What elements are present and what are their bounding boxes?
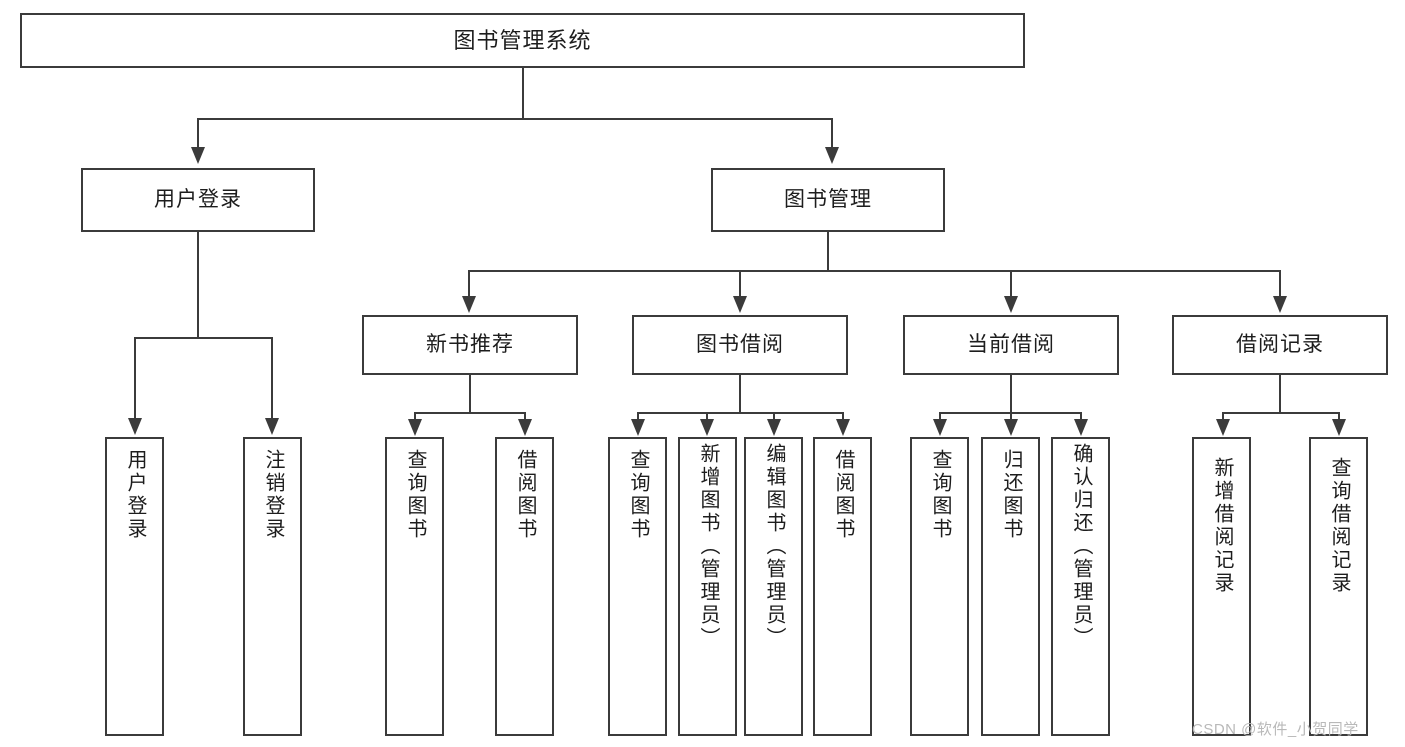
node-label: 新增借阅记录 bbox=[1211, 457, 1233, 595]
node-label: 编辑图书（管理员） bbox=[763, 443, 785, 650]
node-label: 借阅图书 bbox=[832, 449, 854, 541]
arrowhead-bb-2 bbox=[700, 419, 714, 436]
leaf-add-book[interactable]: 新增图书（管理员） bbox=[678, 437, 737, 736]
node-root-system[interactable]: 图书管理系统 bbox=[20, 13, 1025, 68]
connector-nbr-bus bbox=[414, 412, 526, 414]
connector-level3-drop-2 bbox=[739, 270, 741, 298]
connector-level3-drop-4 bbox=[1279, 270, 1281, 298]
node-book-borrow[interactable]: 图书借阅 bbox=[632, 315, 848, 375]
connector-root-stem bbox=[522, 68, 524, 118]
node-label: 查询借阅记录 bbox=[1328, 457, 1350, 595]
connector-user-login-stem bbox=[197, 232, 199, 337]
leaf-query-book-recommend[interactable]: 查询图书 bbox=[385, 437, 444, 736]
arrowhead-nbr-1 bbox=[408, 419, 422, 436]
arrowhead-nbr-2 bbox=[518, 419, 532, 436]
leaf-borrow-book-borrow[interactable]: 借阅图书 bbox=[813, 437, 872, 736]
connector-bb-drop-2 bbox=[706, 412, 708, 422]
arrowhead-level2-2 bbox=[825, 147, 839, 164]
node-label: 归还图书 bbox=[1000, 449, 1022, 541]
arrowhead-cb-2 bbox=[1004, 419, 1018, 436]
node-current-borrow[interactable]: 当前借阅 bbox=[903, 315, 1119, 375]
node-label: 查询图书 bbox=[404, 449, 426, 541]
arrowhead-cb-3 bbox=[1074, 419, 1088, 436]
arrowhead-level3-4 bbox=[1273, 296, 1287, 313]
node-label: 查询图书 bbox=[929, 449, 951, 541]
leaf-logout-login[interactable]: 注销登录 bbox=[243, 437, 302, 736]
connector-user-login-bus bbox=[134, 337, 272, 339]
arrowhead-br-1 bbox=[1216, 419, 1230, 436]
leaf-query-borrow-record[interactable]: 查询借阅记录 bbox=[1309, 437, 1368, 736]
leaf-confirm-return[interactable]: 确认归还（管理员） bbox=[1051, 437, 1110, 736]
connector-level2-drop-2 bbox=[831, 118, 833, 149]
node-label: 用户登录 bbox=[154, 187, 242, 211]
node-label: 图书管理 bbox=[784, 187, 872, 211]
node-label: 新增图书（管理员） bbox=[697, 443, 719, 650]
connector-bb-drop-1 bbox=[637, 412, 639, 422]
connector-nbr-drop-1 bbox=[414, 412, 416, 422]
node-label: 查询图书 bbox=[627, 449, 649, 541]
connector-level2-drop-1 bbox=[197, 118, 199, 149]
connector-br-drop-1 bbox=[1222, 412, 1224, 422]
arrowhead-level3-1 bbox=[462, 296, 476, 313]
connector-level3-drop-3 bbox=[1010, 270, 1012, 298]
node-new-book-recommend[interactable]: 新书推荐 bbox=[362, 315, 578, 375]
node-label: 用户登录 bbox=[124, 449, 146, 541]
arrowhead-cb-1 bbox=[933, 419, 947, 436]
connector-bb-drop-4 bbox=[842, 412, 844, 422]
connector-cb-drop-3 bbox=[1080, 412, 1082, 422]
connector-user-login-drop-2 bbox=[271, 337, 273, 420]
arrowhead-bb-3 bbox=[767, 419, 781, 436]
leaf-user-login[interactable]: 用户登录 bbox=[105, 437, 164, 736]
arrowhead-bb-4 bbox=[836, 419, 850, 436]
connector-cb-drop-1 bbox=[939, 412, 941, 422]
connector-user-login-drop-1 bbox=[134, 337, 136, 420]
leaf-borrow-book-recommend[interactable]: 借阅图书 bbox=[495, 437, 554, 736]
node-borrow-record[interactable]: 借阅记录 bbox=[1172, 315, 1388, 375]
connector-br-bus bbox=[1222, 412, 1339, 414]
leaf-add-borrow-record[interactable]: 新增借阅记录 bbox=[1192, 437, 1251, 736]
node-label: 借阅记录 bbox=[1236, 332, 1324, 356]
leaf-edit-book[interactable]: 编辑图书（管理员） bbox=[744, 437, 803, 736]
connector-bb-drop-3 bbox=[773, 412, 775, 422]
connector-book-manage-stem bbox=[827, 232, 829, 270]
node-label: 图书管理系统 bbox=[453, 27, 592, 53]
node-label: 注销登录 bbox=[262, 449, 284, 541]
connector-br-drop-2 bbox=[1338, 412, 1340, 422]
arrowhead-level2-1 bbox=[191, 147, 205, 164]
connector-cb-drop-2 bbox=[1010, 412, 1012, 422]
arrowhead-level3-2 bbox=[733, 296, 747, 313]
connector-bb-stem bbox=[739, 375, 741, 412]
connector-level3-bus bbox=[468, 270, 1280, 272]
arrowhead-level3-3 bbox=[1004, 296, 1018, 313]
leaf-return-book[interactable]: 归还图书 bbox=[981, 437, 1040, 736]
arrowhead-user-login-2 bbox=[265, 418, 279, 435]
node-label: 确认归还（管理员） bbox=[1070, 443, 1092, 650]
connector-level3-drop-1 bbox=[468, 270, 470, 298]
node-book-manage[interactable]: 图书管理 bbox=[711, 168, 945, 232]
connector-br-stem bbox=[1279, 375, 1281, 412]
node-label: 新书推荐 bbox=[426, 332, 514, 356]
connector-cb-stem bbox=[1010, 375, 1012, 412]
connector-level2-bus bbox=[197, 118, 833, 120]
connector-nbr-stem bbox=[469, 375, 471, 412]
arrowhead-bb-1 bbox=[631, 419, 645, 436]
node-label: 借阅图书 bbox=[514, 449, 536, 541]
node-label: 图书借阅 bbox=[696, 332, 784, 356]
leaf-query-book-borrow[interactable]: 查询图书 bbox=[608, 437, 667, 736]
node-user-login[interactable]: 用户登录 bbox=[81, 168, 315, 232]
arrowhead-user-login-1 bbox=[128, 418, 142, 435]
csdn-watermark: CSDN @软件_小贺同学 bbox=[1192, 721, 1359, 738]
node-label: 当前借阅 bbox=[967, 332, 1055, 356]
arrowhead-br-2 bbox=[1332, 419, 1346, 436]
connector-bb-bus bbox=[637, 412, 843, 414]
connector-nbr-drop-2 bbox=[524, 412, 526, 422]
leaf-query-book-current[interactable]: 查询图书 bbox=[910, 437, 969, 736]
